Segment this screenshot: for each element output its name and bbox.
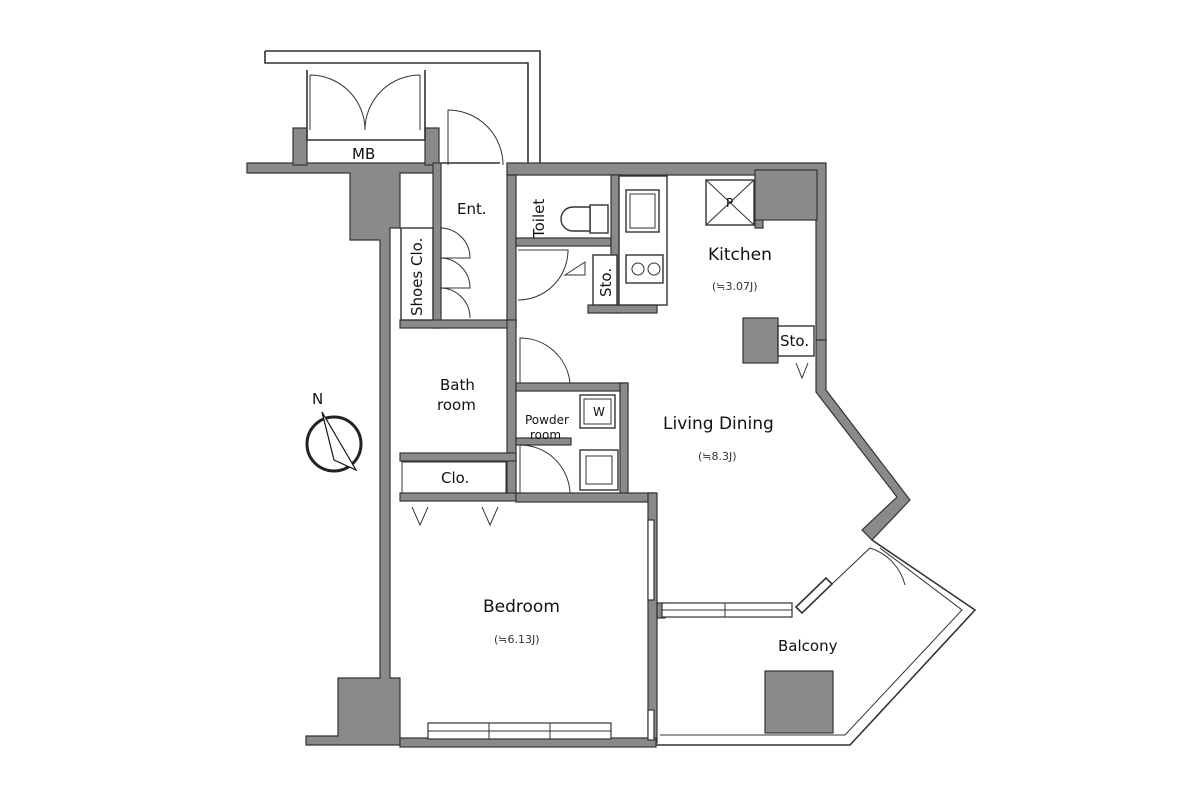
washer-box [579,394,616,429]
wall-sto-bottom [587,304,658,314]
label-powder-2: room [530,428,561,442]
wall-mb-left [292,127,308,166]
wall-east-diagonal [815,339,911,541]
label-kitchen: Kitchen [708,245,772,265]
label-mb: MB [352,145,375,163]
labels: MB Ent. Toilet Shoes Clo. Sto. P Kitchen… [352,145,838,655]
closet-door-marks [411,506,499,527]
label-living-dining-area: (≒8.3J) [698,450,737,463]
mb-door-right [364,74,421,131]
wall-bath-top [399,319,517,329]
entrance-door [447,109,504,166]
compass: N [305,390,363,473]
balcony-door [831,547,906,586]
label-toilet: Toilet [530,199,548,239]
label-pipe-space: P [726,196,733,210]
balcony-unit [764,670,834,734]
label-storage-kitchen: Sto. [780,332,809,350]
wall-powder-bottom [515,492,657,503]
balcony-outline-inner [660,547,963,736]
wall-powder-mid [515,437,572,446]
compass-label: N [312,390,323,408]
label-bathroom-2: room [437,396,476,414]
mb-door-left [309,74,366,131]
wall-powder-top [515,382,629,392]
toilet-door [517,249,569,301]
walls [246,127,911,748]
mb-outline-inner [264,51,529,163]
label-entrance: Ent. [457,200,487,218]
wall-mb-right [424,127,440,166]
wall-clo-bottom [399,492,517,502]
wall-kitchen-sto [742,317,779,364]
toilet-bowl [560,206,591,232]
wall-powder-right [619,382,629,501]
wall-toilet-left [506,174,517,324]
compass-needle-south [321,411,358,472]
wall-kitchen-block [754,169,818,221]
label-bedroom: Bedroom [483,597,560,617]
label-kitchen-area: (≒3.07J) [712,280,758,293]
storage-kitchen-box [777,325,815,357]
toilet-tank [589,204,609,234]
label-storage-small: Sto. [597,268,615,297]
wall-bath-right [506,319,517,501]
label-washer: W [593,405,605,419]
kitchen-sink [625,189,660,233]
closet-box [401,461,507,494]
wall-entrance-left [432,162,442,329]
mb-box [306,70,426,141]
balcony-door-frame [794,576,834,615]
label-living-dining: Living Dining [663,414,774,434]
label-balcony: Balcony [778,637,838,655]
mb-outline [265,50,541,163]
bath-door [519,337,571,384]
label-powder-1: Powder [525,413,569,427]
label-closet: Clo. [441,469,469,487]
label-shoes-closet: Shoes Clo. [408,238,426,316]
doors [309,74,906,586]
label-bathroom-1: Bath [440,376,475,394]
wall-west [246,162,441,746]
storage-small-box [592,254,618,306]
wall-bath-bottom [399,452,517,462]
label-bedroom-area: (≒6.13J) [494,633,540,646]
shoes-closet-box [400,227,434,321]
balcony-outline [656,539,977,746]
fixtures [401,179,815,494]
wall-toilet-bottom [515,237,612,247]
